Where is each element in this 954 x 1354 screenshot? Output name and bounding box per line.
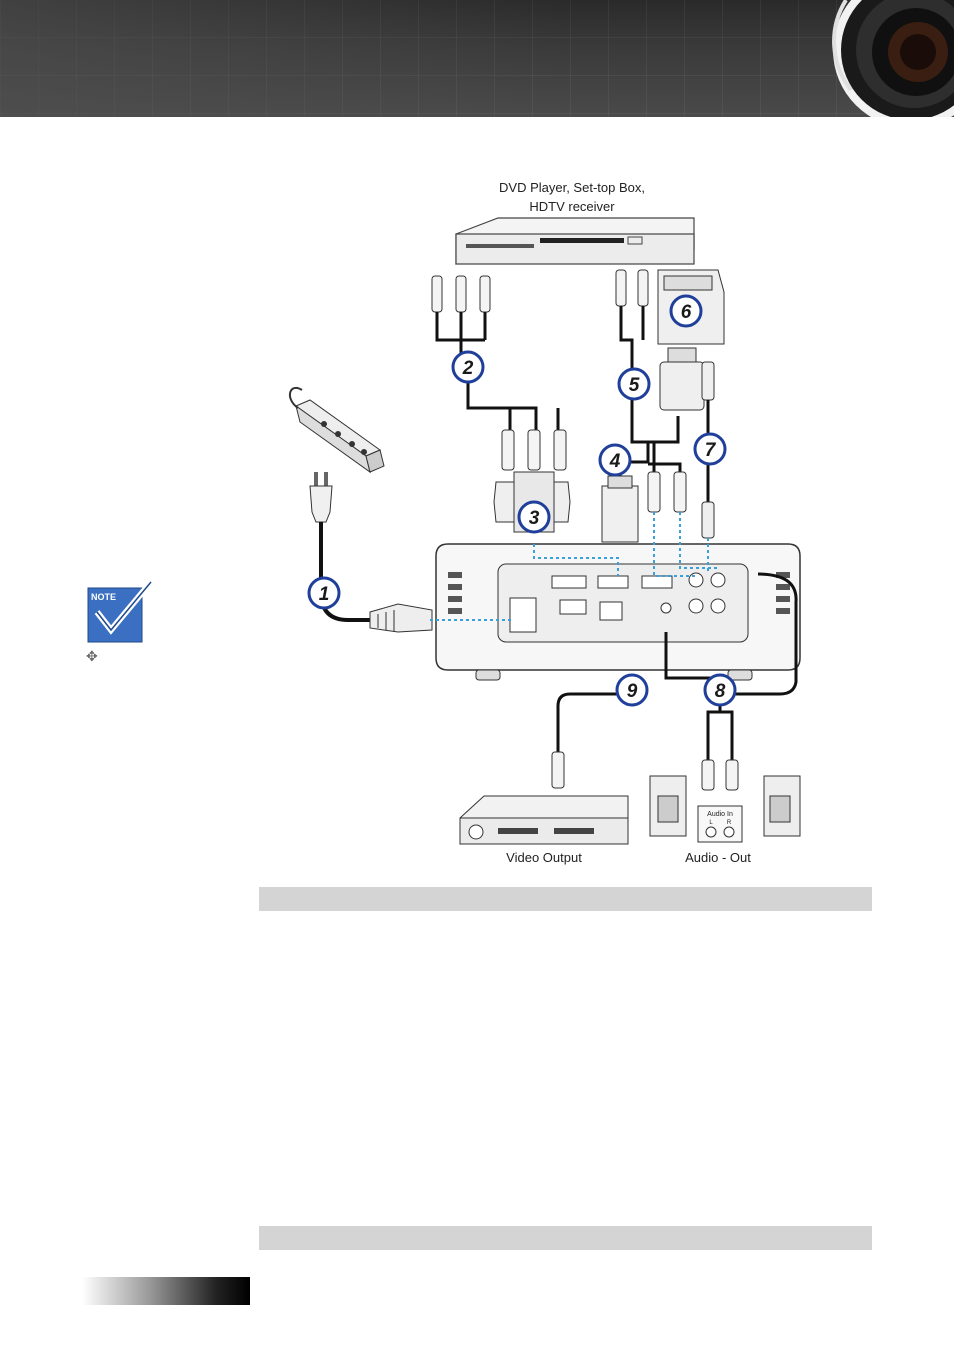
video-output-device	[459, 795, 629, 845]
callout-2: 2	[451, 350, 485, 384]
audio-in-label: Audio In	[707, 811, 733, 818]
dvd-player-device	[455, 217, 695, 265]
connection-diagram-svg: DVD Player, Set-top Box, HDTV receiver	[288, 172, 818, 872]
callout-4-text: 4	[609, 451, 621, 472]
callout-9: 9	[615, 673, 649, 707]
lens-icon	[832, 0, 954, 117]
callout-3: 3	[517, 500, 551, 534]
section-bar-bottom	[259, 1226, 872, 1250]
video-output-label: Video Output	[506, 850, 582, 865]
audio-out-label: Audio - Out	[685, 850, 751, 865]
projector-device	[435, 543, 801, 681]
header-banner	[0, 0, 954, 117]
callout-7-text: 7	[705, 440, 717, 461]
connection-guides	[430, 512, 718, 621]
connection-diagram: DVD Player, Set-top Box, HDTV receiver	[288, 172, 818, 872]
audio-rca-top	[615, 269, 687, 513]
callout-8-text: 8	[715, 681, 726, 702]
audio-r-label: R	[727, 820, 732, 826]
note-icon-text: NOTE	[91, 592, 116, 602]
callout-3-text: 3	[529, 508, 540, 529]
callout-6: 6	[669, 294, 703, 328]
callout-7: 7	[693, 432, 727, 466]
callout-6-text: 6	[681, 302, 692, 323]
section-bar-top	[259, 887, 872, 911]
audio-l-label: L	[709, 820, 713, 826]
power-strip-device	[288, 387, 385, 474]
callout-8: 8	[703, 673, 737, 707]
callout-9-text: 9	[627, 681, 638, 702]
callout-5-text: 5	[629, 375, 640, 396]
callout-4: 4	[598, 443, 632, 477]
source-label-line1: DVD Player, Set-top Box,	[499, 180, 645, 195]
callout-5: 5	[617, 367, 651, 401]
source-label-line2: HDTV receiver	[529, 199, 615, 214]
note-bullet-icon: ✥	[86, 648, 98, 664]
callout-1-text: 1	[319, 584, 330, 605]
footer-gradient	[82, 1277, 250, 1305]
callout-2-text: 2	[462, 358, 474, 379]
note-icon: NOTE	[87, 580, 153, 643]
header-fade	[0, 0, 954, 117]
callout-1: 1	[307, 576, 341, 610]
speakers-device	[649, 775, 801, 843]
